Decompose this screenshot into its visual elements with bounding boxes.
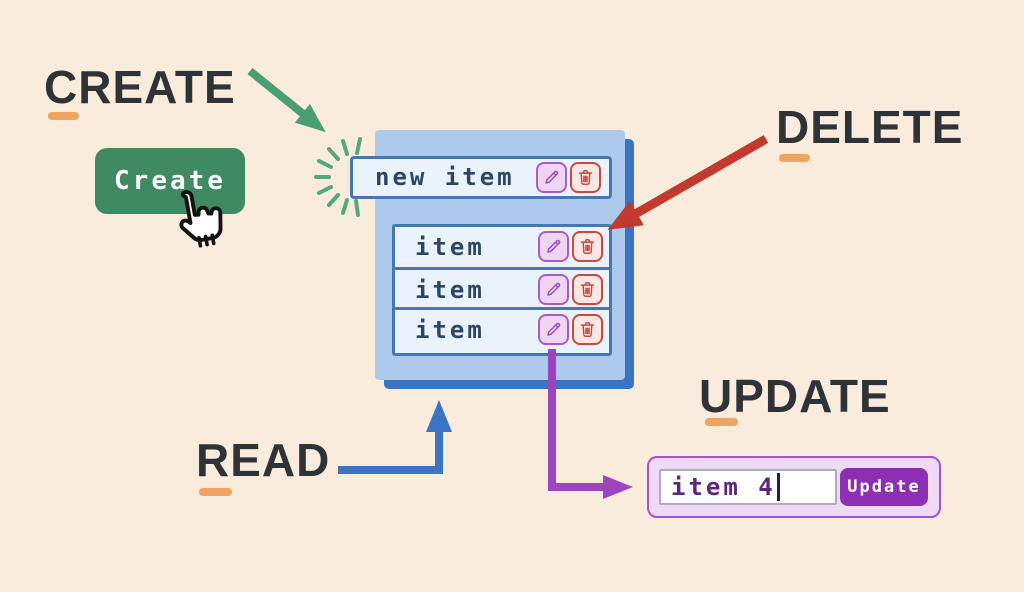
- trash-icon: [580, 322, 595, 337]
- trash-icon: [580, 239, 595, 254]
- new-item-row: new item: [350, 156, 612, 199]
- read-underline: [199, 488, 232, 496]
- delete-heading: DELETE: [776, 101, 964, 153]
- text-caret: [776, 473, 780, 501]
- item-label: item: [415, 276, 485, 304]
- trash-icon: [580, 282, 595, 297]
- edit-button[interactable]: [536, 162, 567, 193]
- edit-button[interactable]: [538, 314, 569, 345]
- delete-button[interactable]: [572, 231, 603, 262]
- create-underline: [48, 112, 79, 120]
- create-arrow: [247, 67, 326, 133]
- new-item-label: new item: [375, 163, 515, 191]
- create-button[interactable]: Create: [95, 148, 245, 214]
- edit-button[interactable]: [538, 274, 569, 305]
- item-list: item: [392, 224, 612, 356]
- item-label: item: [415, 316, 485, 344]
- edit-button[interactable]: [538, 231, 569, 262]
- pencil-icon: [547, 239, 561, 253]
- pencil-icon: [547, 282, 561, 296]
- item-label: item: [415, 233, 485, 261]
- update-input-value: item 4: [671, 473, 776, 501]
- delete-button[interactable]: [572, 274, 603, 305]
- item-row: item: [395, 307, 609, 347]
- delete-arrow: [607, 135, 769, 230]
- read-heading: READ: [196, 434, 331, 486]
- update-button[interactable]: Update: [840, 468, 928, 506]
- delete-underline: [779, 154, 810, 162]
- item-row: item: [395, 267, 609, 307]
- cursor-hand-icon: [179, 189, 223, 248]
- update-input[interactable]: item 4: [659, 469, 837, 505]
- update-heading: UPDATE: [699, 370, 891, 422]
- delete-button[interactable]: [572, 314, 603, 345]
- update-form: item 4 Update: [647, 456, 941, 518]
- delete-button[interactable]: [570, 162, 601, 193]
- item-row: item: [395, 227, 609, 267]
- read-arrow: [338, 400, 452, 474]
- create-heading: CREATE: [44, 61, 236, 113]
- pencil-icon: [545, 170, 559, 184]
- pencil-icon: [547, 322, 561, 336]
- update-underline: [705, 418, 738, 426]
- trash-icon: [578, 170, 593, 185]
